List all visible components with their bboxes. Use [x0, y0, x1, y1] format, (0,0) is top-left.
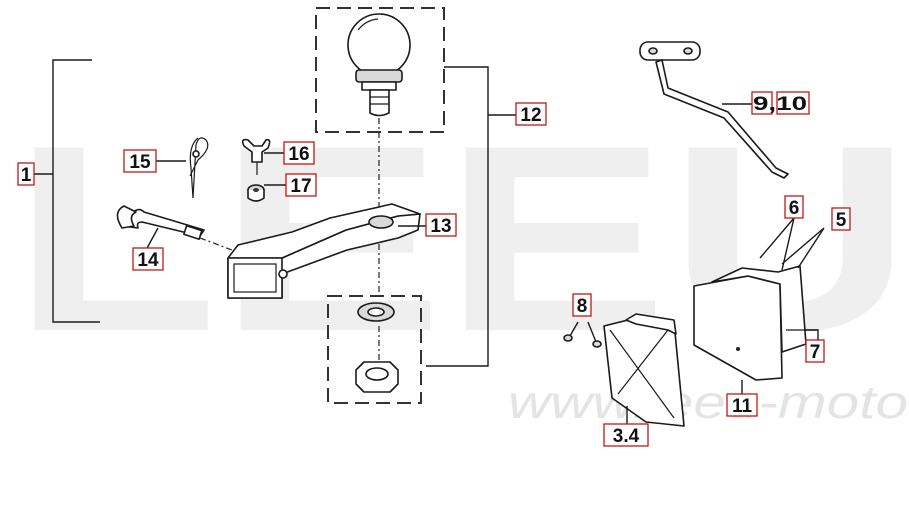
callout-15: 15 [123, 149, 157, 173]
callout-13-label: 13 [430, 216, 451, 237]
callout-7: 7 [805, 339, 825, 363]
callout-16: 16 [283, 141, 315, 165]
callout-1-label: 1 [21, 165, 32, 186]
hitch-receiver-front [227, 257, 283, 299]
callout-9-10-label: 9,10 [753, 94, 807, 115]
callout-11: 11 [726, 393, 758, 417]
callout-5: 5 [831, 207, 851, 231]
callout-3-4: 3.4 [603, 423, 649, 447]
callout-7-label: 7 [810, 342, 821, 363]
wing-bolt [241, 138, 271, 175]
tow-ball-flange [361, 81, 397, 91]
tow-ball-head [347, 13, 411, 77]
hitch-pin-hole [278, 269, 288, 279]
callout-12: 12 [515, 102, 547, 126]
tow-ball-highlight [357, 18, 379, 31]
hitch-receiver [227, 203, 421, 299]
plate-bracket-mount [639, 41, 701, 61]
callout-16-label: 16 [288, 144, 309, 165]
hitch-ball-hole [368, 215, 394, 229]
mud-flap-small [603, 313, 685, 427]
nut-washer-group [327, 295, 422, 404]
callout-15-label: 15 [129, 152, 151, 173]
callout-8-leaders [569, 321, 597, 343]
callout-17-label: 17 [290, 176, 311, 197]
watermark: LEEU www.leeu-moto [12, 91, 909, 428]
callout-8: 8 [572, 293, 592, 317]
callout-5-label: 5 [836, 210, 847, 231]
wing-bolt-head [241, 138, 271, 163]
mud-flap-large [693, 265, 818, 381]
nut-washer-dashed-frame [327, 295, 422, 404]
callout-17: 17 [285, 173, 317, 197]
callout-13: 13 [425, 213, 457, 237]
hair-pin-clip-shape [189, 137, 209, 199]
assembly-12-bracket [426, 66, 489, 367]
callout-8-label: 8 [577, 296, 588, 317]
tow-ball-dashed-frame [315, 7, 445, 133]
hair-pin-clip [189, 137, 209, 199]
watermark-url: www.leeu-moto [508, 376, 908, 428]
callout-6-label: 6 [789, 198, 800, 219]
assembly-1-bracket [52, 59, 100, 323]
tow-ball-collar [355, 69, 403, 83]
callout-14-leader [145, 227, 159, 251]
plate-bracket-arm [655, 59, 789, 179]
callout-6: 6 [784, 195, 804, 219]
callout-14-label: 14 [137, 250, 159, 271]
callout-5-6-leaders [759, 217, 825, 271]
callout-14: 14 [132, 247, 164, 271]
license-plate-bracket [639, 41, 789, 179]
callout-1: 1 [17, 162, 35, 186]
callout-9-10: 9,10 [751, 91, 810, 115]
fasteners-8 [563, 334, 602, 348]
tow-ball-group [315, 7, 445, 133]
small-nut [247, 184, 265, 202]
callout-7-leader [804, 329, 819, 344]
callout-3-4-label: 3.4 [613, 426, 640, 447]
callout-12-label: 12 [520, 105, 541, 126]
mud-flap-small-cross [609, 329, 675, 419]
tow-ball-shank [369, 89, 390, 117]
hitch-pin [116, 205, 205, 241]
callout-11-label: 11 [732, 396, 753, 417]
